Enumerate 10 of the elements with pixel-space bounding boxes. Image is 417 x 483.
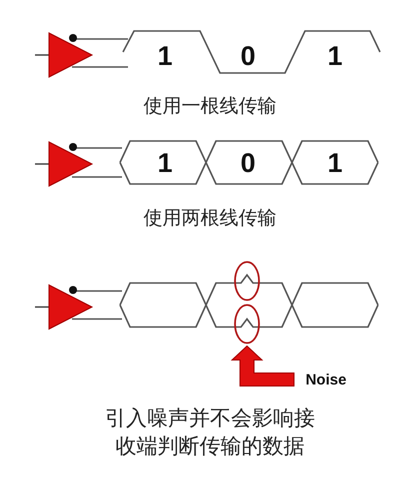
caption-text: 使用一根线传输 <box>144 94 276 118</box>
caption-text: 引入噪声并不会影响接收端判断传输的数据 <box>104 405 316 460</box>
noise-label: Noise <box>306 372 346 388</box>
bit-value: 0 <box>240 41 256 71</box>
bit-value: 1 <box>157 41 173 71</box>
bit-value: 1 <box>327 148 343 178</box>
bit-value: 1 <box>327 41 343 71</box>
bit-value: 0 <box>240 148 256 178</box>
caption-text: 使用两根线传输 <box>144 206 276 230</box>
bit-value: 1 <box>157 148 173 178</box>
